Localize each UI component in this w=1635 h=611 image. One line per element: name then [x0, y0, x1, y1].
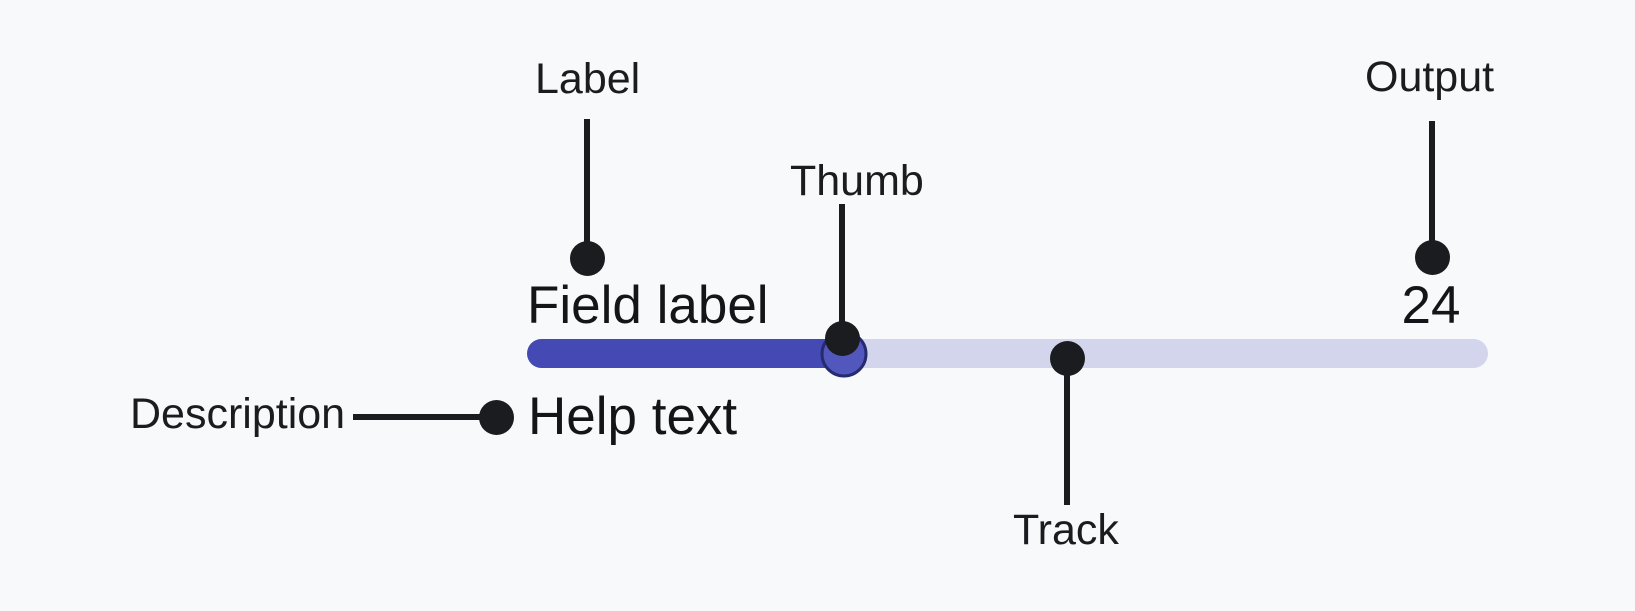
annotation-output-dot: [1415, 240, 1450, 275]
annotation-description-dot: [479, 400, 514, 435]
slider-help-text: Help text: [528, 387, 738, 446]
annotation-track-dot: [1050, 341, 1085, 376]
slider-track[interactable]: [527, 330, 1488, 377]
slider-track-fill: [527, 339, 845, 368]
annotation-thumb-dot: [825, 321, 860, 356]
annotation-track-line: [1064, 374, 1070, 505]
slider-output-value: 24: [1401, 276, 1461, 335]
annotation-thumb-line: [839, 204, 845, 324]
annotation-description-text: Description: [130, 390, 346, 438]
annotation-label-dot: [570, 241, 605, 276]
slider-field-label: Field label: [527, 276, 769, 335]
annotation-label-line: [584, 119, 590, 245]
annotation-track-text: Track: [1013, 506, 1119, 554]
annotation-output-line: [1429, 121, 1435, 242]
annotation-label-text: Label: [535, 55, 641, 103]
annotation-output-text: Output: [1365, 53, 1495, 101]
annotation-description-line: [353, 414, 481, 420]
annotation-thumb-text: Thumb: [790, 157, 924, 205]
